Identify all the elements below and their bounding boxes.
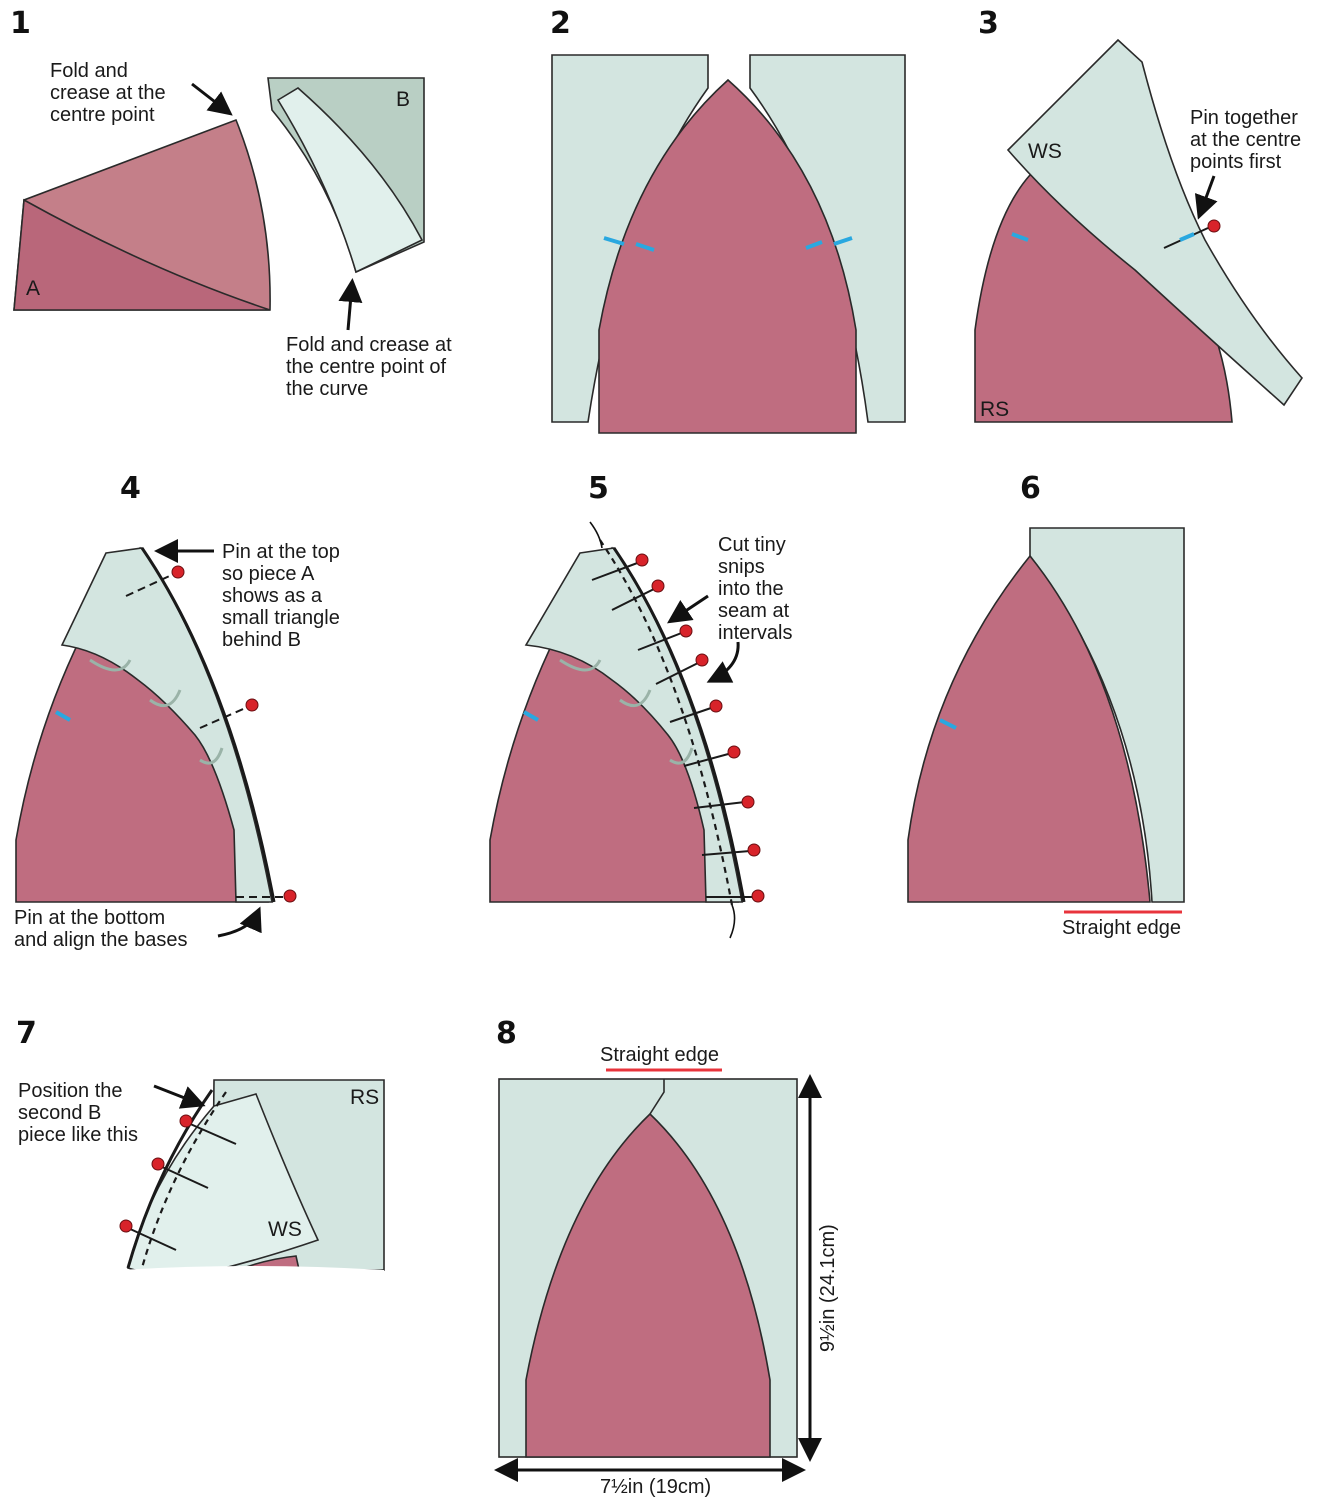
piece-b [1006, 38, 1304, 407]
marker [805, 240, 823, 250]
marker [603, 236, 625, 246]
position-note: Position the second B piece like this [18, 1080, 138, 1146]
arrow [153, 1084, 206, 1109]
arrow [706, 641, 740, 683]
marker [1179, 232, 1195, 242]
arrow [667, 594, 709, 624]
step-4: 4 Pin at the top so piece A shows as a s… [14, 471, 345, 951]
fabric-folds [89, 658, 224, 765]
step-number: 1 [10, 6, 31, 41]
pin-head [283, 889, 297, 903]
pin-head [151, 1157, 165, 1171]
ws-label: WS [268, 1218, 302, 1241]
marker [1011, 232, 1029, 242]
marker [833, 236, 853, 246]
pin-head [741, 795, 755, 809]
width-label: 7½in (19cm) [600, 1476, 711, 1497]
pin-head [245, 698, 259, 712]
seam-edge [612, 547, 746, 903]
marker [55, 710, 71, 722]
piece-a-folded: A [13, 118, 271, 311]
pin-head [751, 889, 765, 903]
pin-head [1207, 219, 1221, 233]
arrow [191, 82, 233, 116]
pin-head [651, 579, 665, 593]
fold-note-bottom: Fold and crease at the centre point of t… [286, 334, 457, 400]
pin-shaft [669, 706, 715, 723]
top-pin-note: Pin at the top so piece A shows as a sma… [222, 541, 345, 651]
piece-a [525, 1112, 771, 1458]
step-2: 2 [550, 6, 906, 434]
marker [523, 710, 539, 722]
pin-shaft [199, 705, 251, 729]
pin-shaft [187, 1122, 237, 1145]
arrow [217, 906, 262, 938]
pin-shaft [637, 631, 685, 651]
arrow [338, 278, 363, 331]
pin-head [747, 843, 761, 857]
fabric-folds [559, 658, 694, 765]
step-3: 3 WS RS Pin together at the centre point… [974, 6, 1307, 423]
seam-edge [140, 547, 276, 903]
torn-edge [120, 1266, 384, 1282]
rs-label: RS [350, 1086, 379, 1109]
seam-edge [126, 1089, 214, 1269]
step-7: 7 RS WS Position the second B piece like… [16, 1016, 385, 1282]
seam-join [649, 1079, 665, 1115]
pin-shaft [683, 752, 733, 767]
piece-a [907, 554, 1151, 903]
step-number: 6 [1020, 471, 1041, 506]
marker [939, 718, 957, 730]
snips-note: Cut tiny snips into the seam at interval… [718, 534, 795, 644]
piece-b-folded: B [267, 77, 425, 274]
step-6: 6 Straight edge [907, 471, 1185, 939]
pin-shaft [591, 561, 641, 581]
height-label: 9½in (24.1cm) [817, 1224, 839, 1352]
step-number: 2 [550, 6, 571, 41]
pin-head [709, 699, 723, 713]
pin-head [679, 624, 693, 638]
pin-shaft [693, 801, 746, 809]
pin-shaft [127, 1227, 177, 1251]
stitch-line [140, 1091, 227, 1269]
straight-edge-label: Straight edge [600, 1044, 719, 1066]
ws-label: WS [1028, 140, 1062, 163]
step-number: 3 [978, 6, 999, 41]
step-number: 8 [496, 1016, 517, 1051]
pin-note: Pin together at the centre points first [1190, 107, 1307, 173]
thread-ends [589, 521, 736, 939]
bottom-pin-note: Pin at the bottom and align the bases [14, 907, 187, 951]
piece-b-label: B [396, 88, 410, 111]
straight-edge-label: Straight edge [1062, 917, 1181, 939]
fold-note-top: Fold and crease at the centre point [50, 60, 171, 126]
pin-head [119, 1219, 133, 1233]
piece-a-label: A [26, 277, 40, 300]
pin-head [695, 653, 709, 667]
rs-label: RS [980, 398, 1009, 421]
step-5: 5 Cut tiny snips into the seam at [489, 471, 795, 939]
step-8: 8 Straight edge 9½in (24.1cm) 7½in (19cm… [494, 1016, 839, 1497]
pin-head [727, 745, 741, 759]
arrow [1194, 175, 1218, 220]
pin-head [171, 565, 185, 579]
pin-shaft [701, 850, 751, 856]
step-number: 7 [16, 1016, 37, 1051]
marker [635, 242, 655, 252]
pin-shaft [159, 1165, 209, 1189]
pin-head [635, 553, 649, 567]
step-number: 5 [588, 471, 609, 506]
step-number: 4 [120, 471, 141, 506]
pin-shaft [655, 661, 701, 685]
pin-shaft [611, 587, 657, 611]
pin-head [179, 1114, 193, 1128]
pin-shaft [125, 572, 177, 597]
step-1: 1 A B Fold and crease at the centre poin… [10, 6, 457, 400]
